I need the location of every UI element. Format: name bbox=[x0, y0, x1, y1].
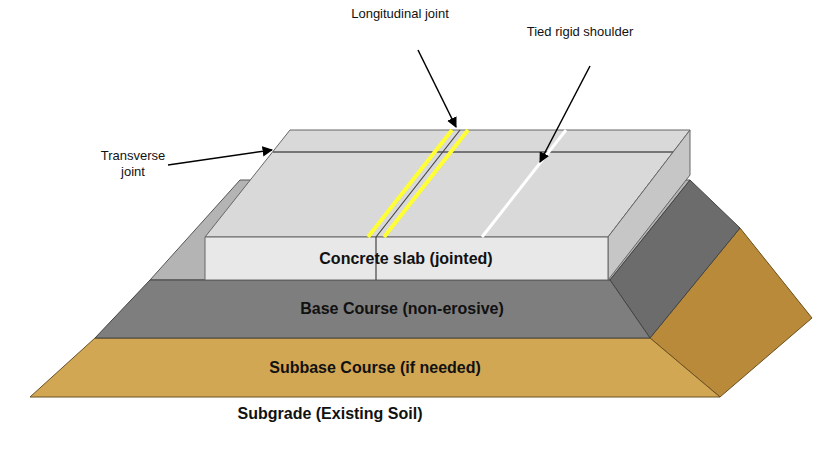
shoulder-joint-line bbox=[482, 130, 566, 237]
slab-front bbox=[205, 237, 608, 280]
leader-arrow bbox=[168, 150, 272, 165]
callout-label: Transverse joint bbox=[98, 148, 168, 181]
transverse-joint-line bbox=[273, 151, 673, 153]
subbase-band: Subbase Course (if needed) bbox=[263, 357, 487, 379]
longitudinal-joint-line bbox=[368, 130, 452, 237]
slab-band: Concrete slab (jointed) bbox=[313, 248, 498, 270]
subbase-front bbox=[30, 338, 720, 397]
longitudinal-joint-line bbox=[384, 130, 468, 237]
leader-arrow bbox=[540, 66, 590, 162]
slab-top bbox=[205, 130, 690, 237]
base-band: Base Course (non-erosive) bbox=[294, 298, 510, 320]
subgrade-label: Subgrade (Existing Soil) bbox=[170, 404, 490, 424]
layer-name: Base Course (non-erosive) bbox=[300, 300, 504, 318]
joint-line bbox=[376, 130, 460, 237]
callout-label: Tied rigid shoulder bbox=[525, 24, 635, 40]
callout-label: Longitudinal joint bbox=[345, 6, 455, 22]
leader-arrow bbox=[418, 50, 456, 127]
layer-name: Subbase Course (if needed) bbox=[269, 359, 481, 377]
base-front bbox=[95, 280, 650, 338]
layer-name: Concrete slab (jointed) bbox=[319, 250, 492, 268]
